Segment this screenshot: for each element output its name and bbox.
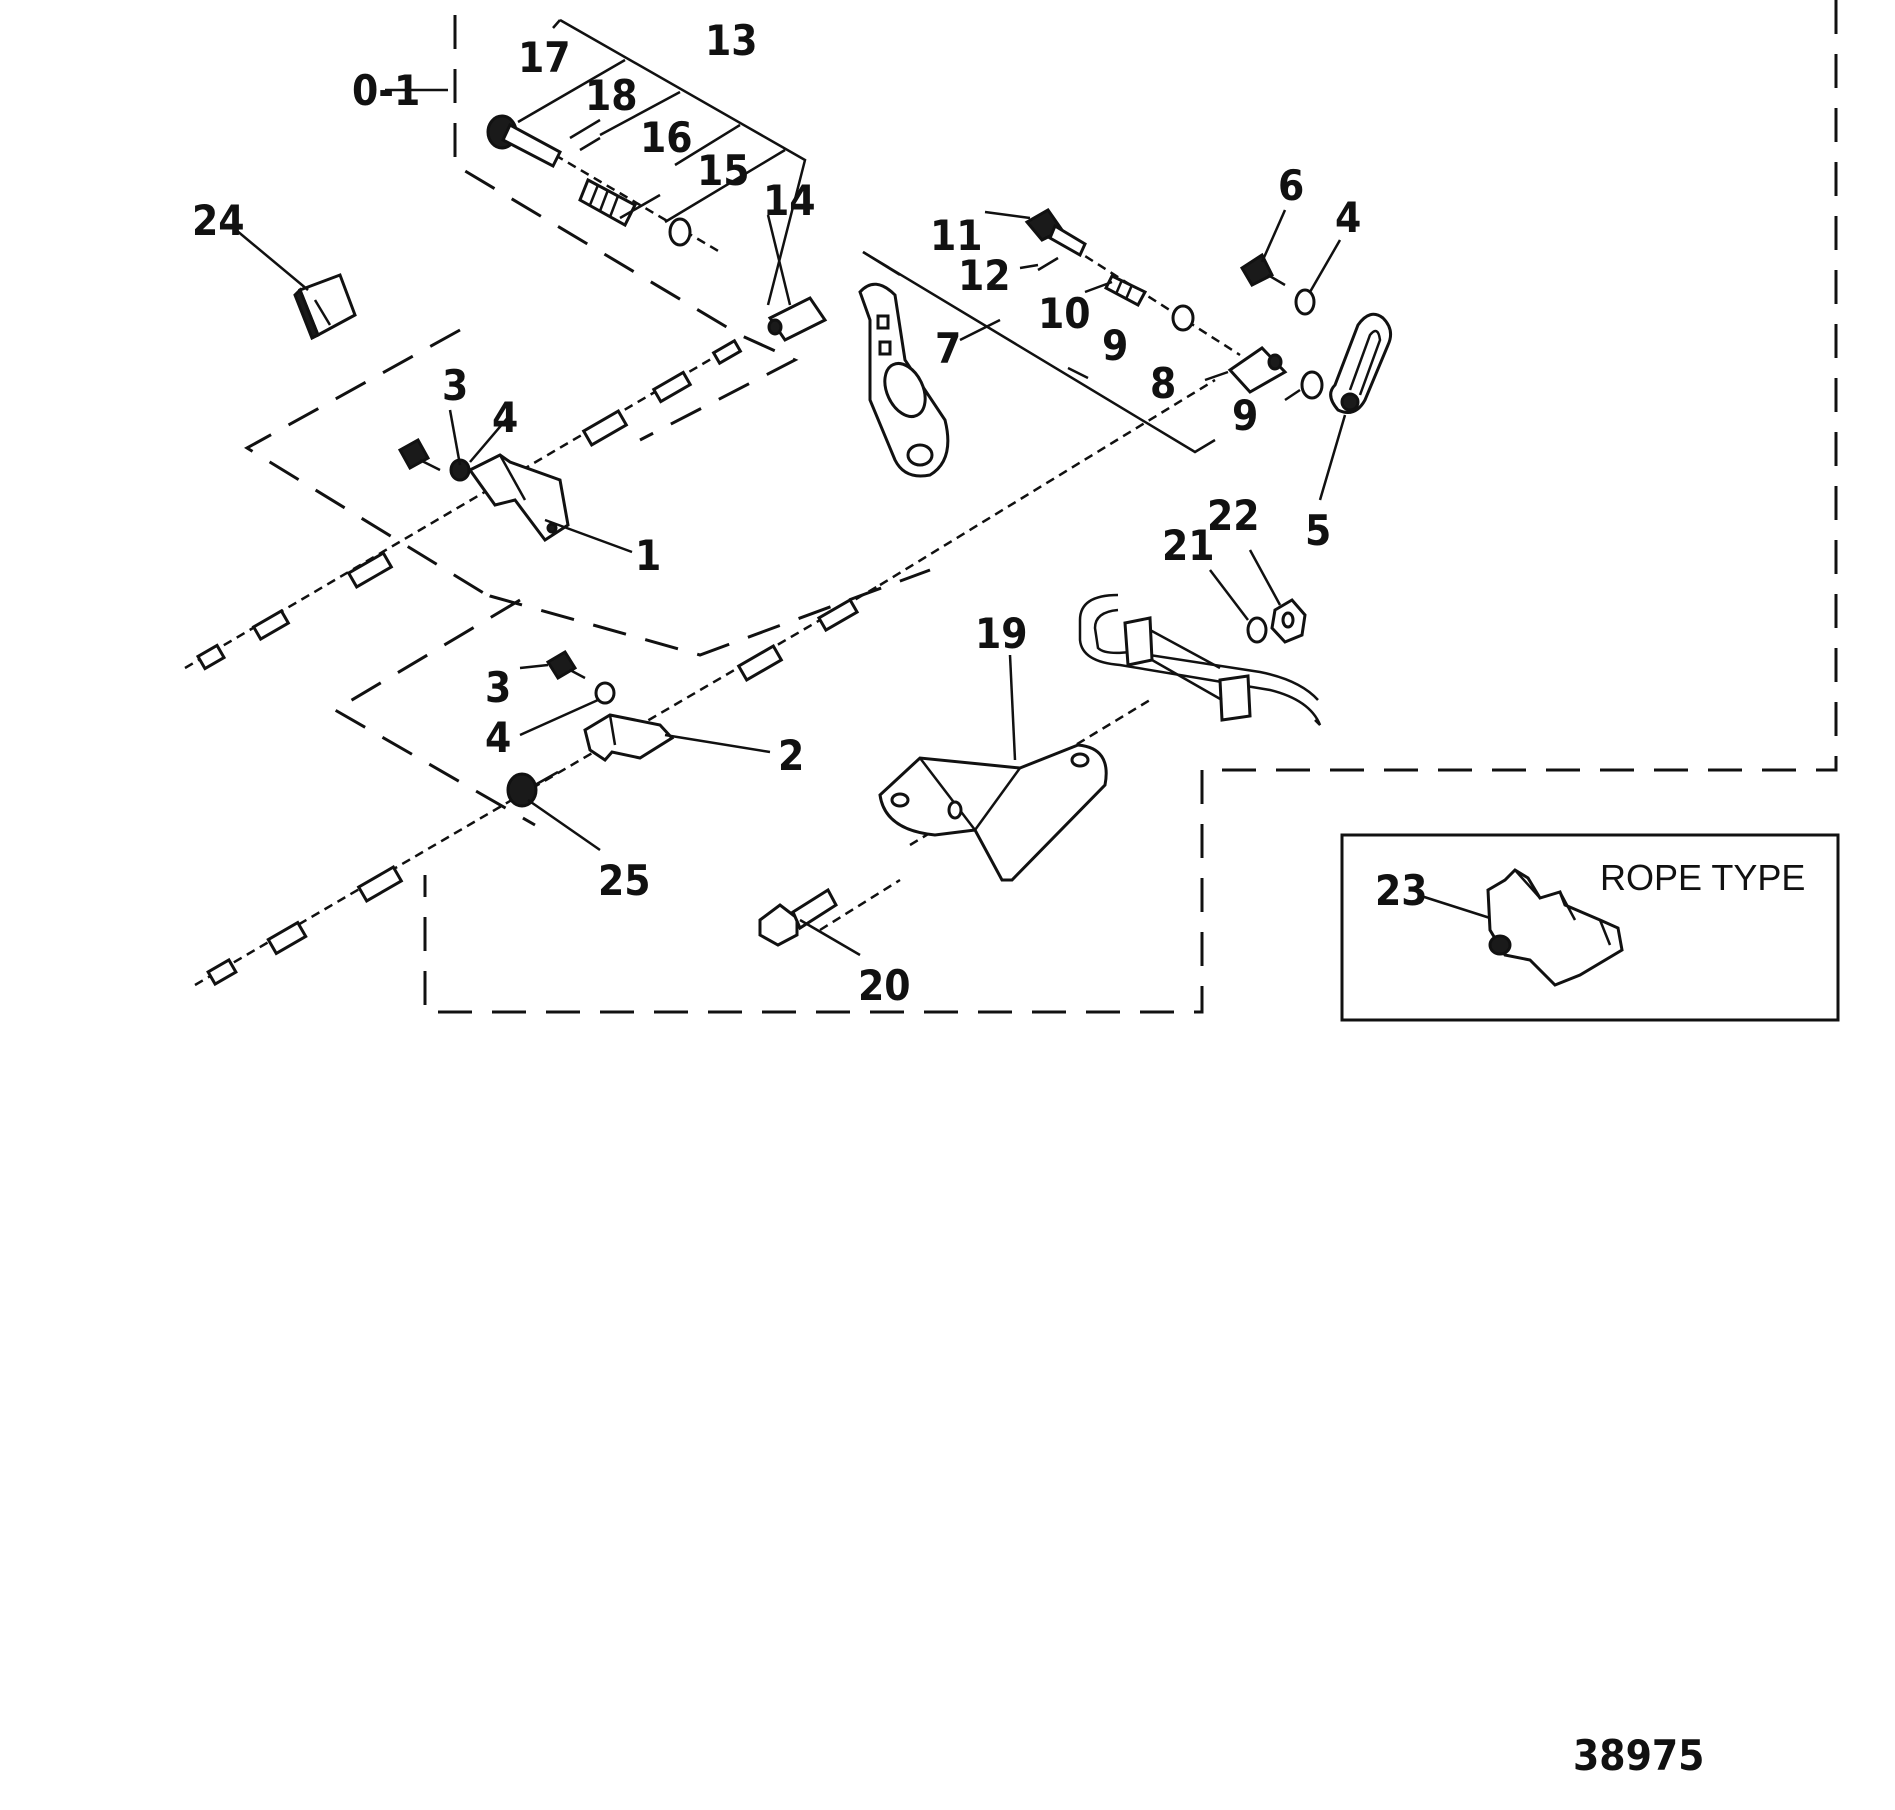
part-5-link [1329, 312, 1393, 414]
callout-10: 10 [1038, 289, 1091, 338]
callout-23: 23 [1375, 866, 1428, 915]
dashed-group-outlines [244, 0, 1838, 1014]
part-23-rope-bracket [1486, 868, 1624, 987]
callout-4-lower: 4 [485, 713, 511, 762]
callout-6: 6 [1278, 161, 1304, 210]
callout-8: 8 [1150, 359, 1176, 408]
callout-20: 20 [858, 961, 911, 1010]
part-22-nut [1270, 598, 1307, 644]
part-8-clevis [1227, 346, 1288, 394]
part-14-clevis [767, 296, 828, 342]
callout-21: 21 [1162, 521, 1215, 570]
callout-2: 2 [778, 731, 804, 780]
part-18-cotter [569, 118, 601, 140]
leader-lines [235, 18, 1347, 957]
part-9-washer-lower [1300, 370, 1324, 400]
part-21-washer [1246, 616, 1268, 644]
part-17-pin [486, 114, 562, 169]
part-6-screw [1239, 252, 1286, 287]
callout-ref-0-1: 0-1 [352, 66, 420, 115]
part-11-screw [1024, 208, 1087, 258]
callout-labels: 0-1 17 13 18 16 15 14 24 11 12 10 7 9 8 … [192, 16, 1361, 1010]
part-16-spring [578, 177, 637, 228]
part-7-throttle-lever [858, 282, 950, 478]
inset-rope-type: ROPE TYPE 23 [1340, 833, 1840, 1022]
callout-4-upper: 4 [492, 393, 518, 442]
part-20-bolt [758, 887, 838, 947]
callout-24: 24 [192, 196, 245, 245]
part-25-grommet [506, 770, 559, 808]
part-10-fitting [1104, 274, 1148, 308]
engine-frame-tube [1078, 593, 1322, 726]
part-4-washer-right [1294, 288, 1316, 316]
callout-9-lower: 9 [1232, 391, 1258, 440]
part-15-washer [668, 217, 692, 247]
part-4-washer-lower [594, 681, 616, 705]
callout-18: 18 [585, 71, 638, 120]
figure-number: 38975 [1573, 1731, 1704, 1780]
callout-4-right: 4 [1335, 193, 1361, 242]
callout-17: 17 [518, 33, 571, 82]
callout-3-upper: 3 [442, 361, 468, 410]
part-3-screw-upper [397, 437, 441, 472]
inset-title: ROPE TYPE [1600, 857, 1805, 898]
throttle-cable-upper [184, 338, 743, 671]
callout-9-upper: 9 [1102, 321, 1128, 370]
callout-5: 5 [1305, 506, 1331, 555]
part-2-bracket [583, 713, 675, 762]
callout-11: 11 [930, 211, 983, 260]
callout-25: 25 [598, 856, 651, 905]
callout-14: 14 [763, 176, 816, 225]
callout-1: 1 [635, 531, 661, 580]
part-12-pin [1037, 256, 1059, 272]
part-3-screw-lower [545, 649, 586, 681]
callout-13: 13 [705, 16, 758, 65]
part-19-bracket [878, 743, 1108, 882]
callout-16: 16 [640, 113, 693, 162]
callout-12: 12 [958, 251, 1011, 300]
part-1-bracket [467, 453, 570, 543]
callout-22: 22 [1207, 491, 1260, 540]
part-24-block [293, 273, 357, 341]
callout-15: 15 [697, 146, 750, 195]
callout-19: 19 [975, 609, 1028, 658]
callout-3-lower: 3 [485, 663, 511, 712]
callout-7: 7 [935, 324, 961, 373]
part-9-washer-upper [1171, 304, 1195, 332]
